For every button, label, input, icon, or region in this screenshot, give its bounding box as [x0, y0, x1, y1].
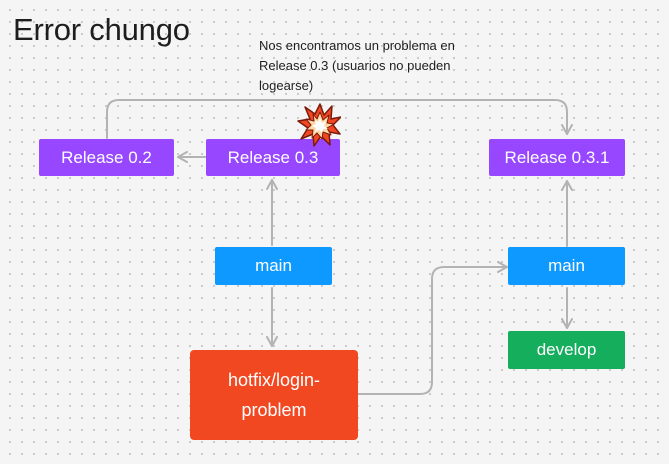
connector-release02-to-release031: [106, 99, 573, 139]
collision-icon: [297, 103, 341, 147]
release-0-3-node[interactable]: Release 0.3: [206, 139, 340, 176]
main-left-node[interactable]: main: [215, 247, 332, 285]
main-left-label: main: [255, 256, 292, 275]
release-0-3-1-node[interactable]: Release 0.3.1: [489, 139, 625, 176]
main-right-label: main: [548, 256, 585, 275]
hotfix-node[interactable]: hotfix/login-problem: [190, 350, 358, 440]
main-right-node[interactable]: main: [508, 247, 625, 285]
release-0-3-label: Release 0.3: [227, 147, 319, 167]
develop-label: develop: [536, 340, 597, 359]
release-0-3-1-label: Release 0.3.1: [504, 147, 610, 167]
release-0-2-label: Release 0.2: [61, 147, 152, 167]
develop-node[interactable]: develop: [508, 331, 625, 369]
hotfix-label: hotfix/login-problem: [227, 370, 321, 420]
connector-hotfix-to-main: [357, 261, 508, 395]
problem-note: Nos encontramos un problema en Release 0…: [259, 38, 455, 93]
release-0-2-node[interactable]: Release 0.2: [39, 139, 174, 176]
board-title: Error chungo: [13, 12, 190, 47]
